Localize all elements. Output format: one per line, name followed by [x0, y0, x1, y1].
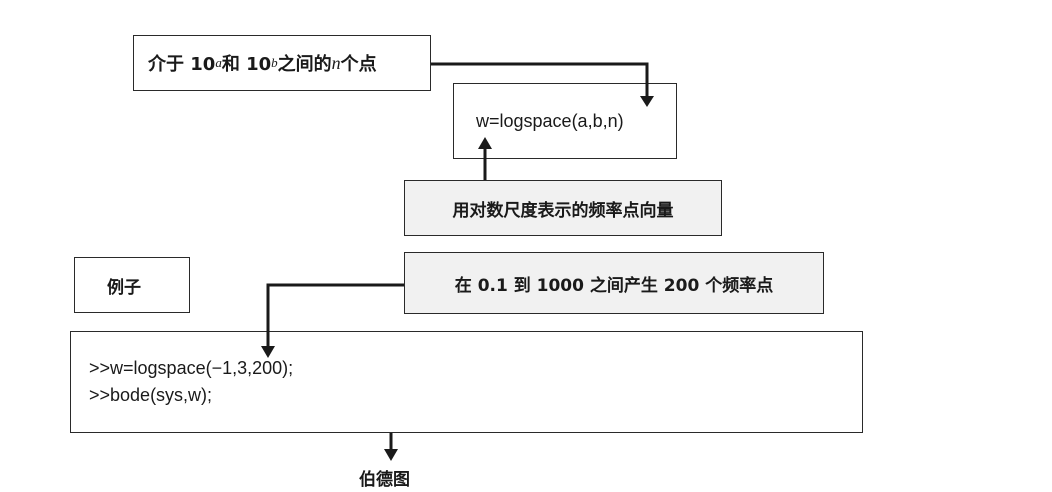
generate-text: 在 0.1 到 1000 之间产生 200 个频率点 — [454, 275, 774, 296]
example-text: 例子 — [107, 277, 141, 298]
arrow-range-to-function — [431, 62, 649, 100]
bode-plot-label: 伯德图 — [359, 470, 410, 490]
code-line-logspace: >>w=logspace(−1,3,200); — [89, 358, 294, 378]
generate-points-box: 在 0.1 到 1000 之间产生 200 个频率点 — [404, 252, 824, 314]
range-text-mid: 和 10 — [221, 54, 272, 75]
range-text-post2: 个点 — [340, 54, 377, 75]
code-example-box: >>w=logspace(−1,3,200); >>bode(sys,w); — [70, 331, 863, 433]
frequency-vector-description-box: 用对数尺度表示的频率点向量 — [404, 180, 722, 236]
arrow-generate-to-code — [266, 283, 404, 348]
function-text: w=logspace(a,b,n) — [476, 110, 624, 131]
example-label-box: 例子 — [74, 257, 190, 313]
arrowhead-result — [384, 449, 398, 461]
range-text-post1: 之间的 — [277, 54, 332, 75]
exponent-a: a — [215, 55, 222, 70]
code-line-bode: >>bode(sys,w); — [89, 385, 213, 405]
description-text: 用对数尺度表示的频率点向量 — [452, 200, 674, 221]
exponent-b: b — [271, 55, 278, 70]
arrowhead-upward — [478, 137, 492, 149]
arrowhead-function — [640, 96, 654, 107]
n-variable: n — [331, 52, 341, 73]
logspace-function-box: w=logspace(a,b,n) — [453, 83, 677, 159]
arrowhead-code — [261, 346, 275, 358]
range-text-pre: 介于 10 — [148, 54, 216, 75]
